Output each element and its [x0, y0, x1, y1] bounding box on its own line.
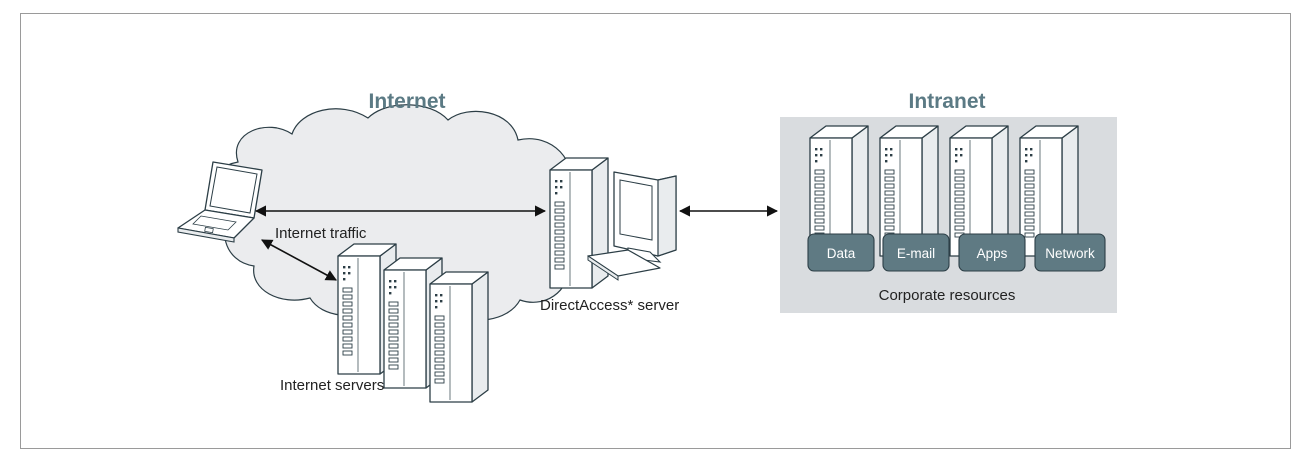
- resource-tag-apps: Apps: [958, 233, 1026, 272]
- resource-tag-network: Network: [1034, 233, 1106, 272]
- resource-label: Network: [1045, 246, 1095, 261]
- resource-tag-data: Data: [807, 233, 875, 272]
- server-icon: [549, 157, 609, 289]
- internet-heading: Internet: [368, 90, 445, 113]
- corporate-resources-caption: Corporate resources: [879, 287, 1016, 304]
- resource-label: Data: [827, 246, 856, 261]
- directaccess-caption: DirectAccess* server: [540, 297, 679, 314]
- server-icon: [429, 271, 489, 403]
- laptop-servers-arrow: [261, 239, 337, 281]
- resource-label: E-mail: [897, 246, 935, 261]
- internet-traffic-caption: Internet traffic: [275, 225, 367, 242]
- directaccess-server-icon: [549, 157, 677, 289]
- internet-servers-caption: Internet servers: [280, 377, 384, 394]
- resource-tag-email: E-mail: [882, 233, 950, 272]
- laptop-icon: [177, 161, 263, 243]
- intranet-heading: Intranet: [908, 90, 985, 113]
- resource-label: Apps: [977, 246, 1008, 261]
